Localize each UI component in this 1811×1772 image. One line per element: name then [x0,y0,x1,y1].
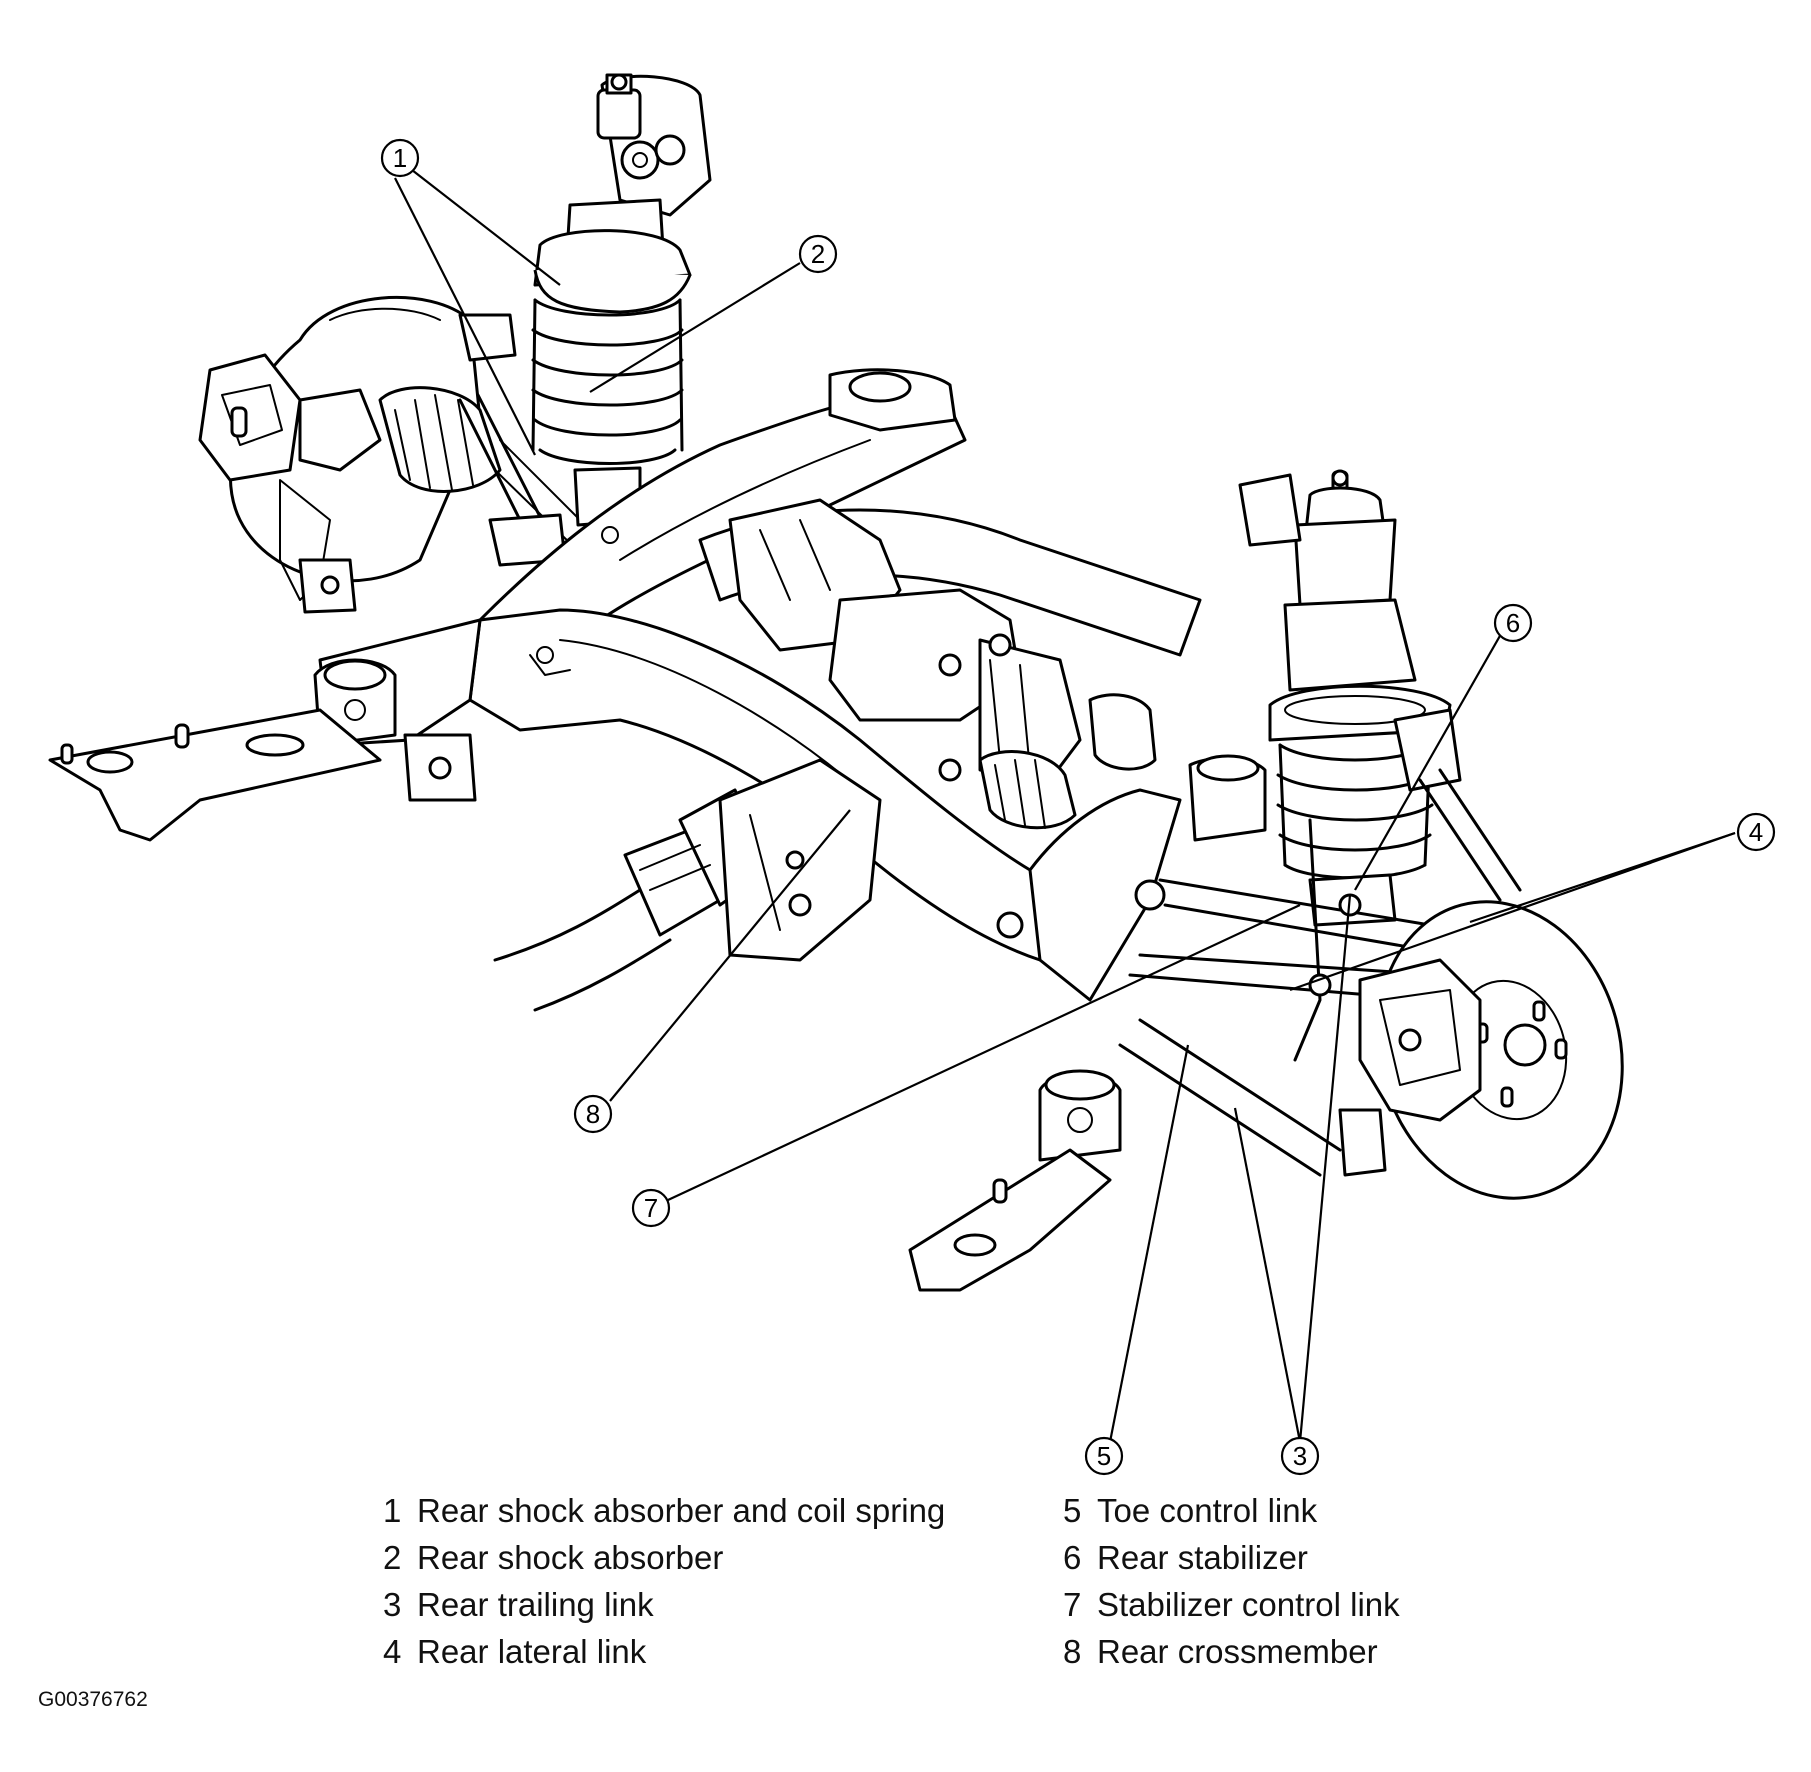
legend-item: 4 Rear lateral link [383,1628,945,1675]
svg-text:2: 2 [811,239,825,269]
callout-4: 4 [1736,812,1776,852]
legend-label: Rear trailing link [417,1586,654,1623]
legend-item: 7 Stabilizer control link [1063,1581,1400,1628]
legend-item: 1 Rear shock absorber and coil spring [383,1487,945,1534]
callout-leaders [394,169,1736,1443]
legend-label: Rear crossmember [1097,1633,1378,1670]
right-brake-assembly [1338,900,1624,1200]
right-cv-boot [978,693,1157,830]
legend-item: 6 Rear stabilizer [1063,1534,1400,1581]
legend-number: 4 [383,1633,402,1670]
right-strut-assembly [1238,469,1452,927]
callout-7: 7 [631,1188,671,1228]
legend-label: Stabilizer control link [1097,1586,1400,1623]
callout-3: 3 [1280,1436,1320,1476]
legend-number: 7 [1063,1586,1082,1623]
legend-item: 2 Rear shock absorber [383,1534,945,1581]
left-strut-assembly [531,73,712,527]
legend-label: Rear shock absorber and coil spring [417,1492,946,1529]
legend-number: 3 [383,1586,402,1623]
left-brake-assembly [198,296,482,614]
legend-number: 8 [1063,1633,1082,1670]
svg-text:3: 3 [1293,1441,1307,1471]
right-upper-mount [1188,708,1462,842]
svg-text:4: 4 [1749,817,1763,847]
right-rear-mount [908,1069,1122,1292]
callout-2: 2 [798,234,838,274]
figure-id: G00376762 [38,1688,148,1711]
legend-label: Rear lateral link [417,1633,647,1670]
callout-6: 6 [1493,603,1533,643]
left-front-mount [48,658,477,842]
propeller-shaft [493,758,882,1012]
callout-8: 8 [573,1094,613,1134]
svg-text:8: 8 [586,1099,600,1129]
svg-text:7: 7 [644,1193,658,1223]
callout-1: 1 [380,138,420,178]
svg-text:1: 1 [393,143,407,173]
legend-item: 5 Toe control link [1063,1487,1400,1534]
legend-label: Rear stabilizer [1097,1539,1308,1576]
legend-number: 2 [383,1539,402,1576]
legend-number: 6 [1063,1539,1082,1576]
legend-number: 1 [383,1492,402,1529]
svg-text:5: 5 [1097,1441,1111,1471]
legend-right-column: 5 Toe control link 6 Rear stabilizer 7 Stab… [1063,1487,1400,1675]
differential-area [728,498,1082,782]
left-links [458,313,567,567]
callout-5: 5 [1084,1436,1124,1476]
legend-item: 8 Rear crossmember [1063,1628,1400,1675]
legend-item: 3 Rear trailing link [383,1581,945,1628]
svg-text:6: 6 [1506,608,1520,638]
legend-number: 5 [1063,1492,1082,1529]
legend-label: Toe control link [1097,1492,1318,1529]
legend-label: Rear shock absorber [417,1539,724,1576]
